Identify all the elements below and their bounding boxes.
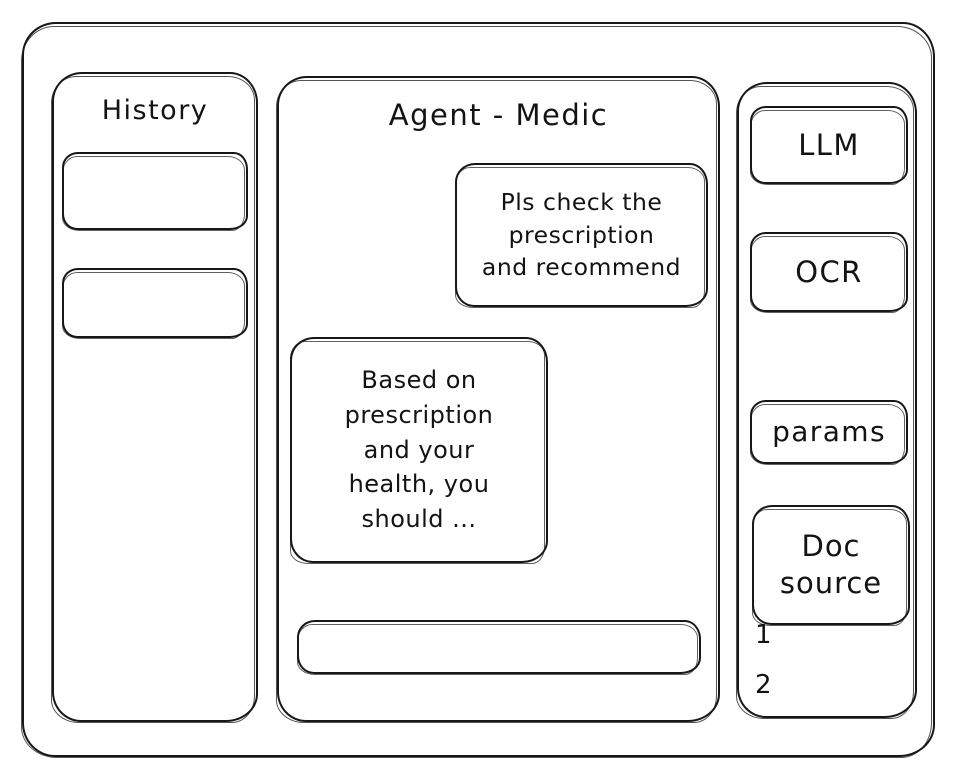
history-title: History — [101, 95, 209, 126]
tool-button-ocr[interactable]: OCR — [749, 232, 908, 313]
doc-source-item[interactable]: 1 — [755, 620, 773, 650]
doc-source-card[interactable]: Doc source — [751, 505, 910, 626]
agent-title: Agent - Medic — [388, 98, 609, 132]
doc-source-item[interactable]: 2 — [755, 670, 773, 700]
assistant-message-text: Based on prescription and your health, y… — [344, 366, 494, 534]
tool-button-llm[interactable]: LLM — [749, 106, 908, 185]
tool-button-label: params — [772, 415, 886, 448]
message-input[interactable] — [296, 620, 701, 675]
assistant-message-bubble: Based on prescription and your health, y… — [289, 337, 548, 564]
history-list-item[interactable] — [61, 152, 248, 231]
user-message-text: Pls check the prescription and recommend — [481, 188, 682, 282]
tool-button-label: OCR — [795, 254, 863, 289]
tool-button-label: LLM — [798, 127, 860, 162]
tool-button-params[interactable]: params — [749, 400, 908, 465]
user-message-bubble: Pls check the prescription and recommend — [454, 163, 708, 308]
doc-source-label: Doc source — [779, 528, 883, 600]
history-list-item[interactable] — [61, 268, 248, 339]
